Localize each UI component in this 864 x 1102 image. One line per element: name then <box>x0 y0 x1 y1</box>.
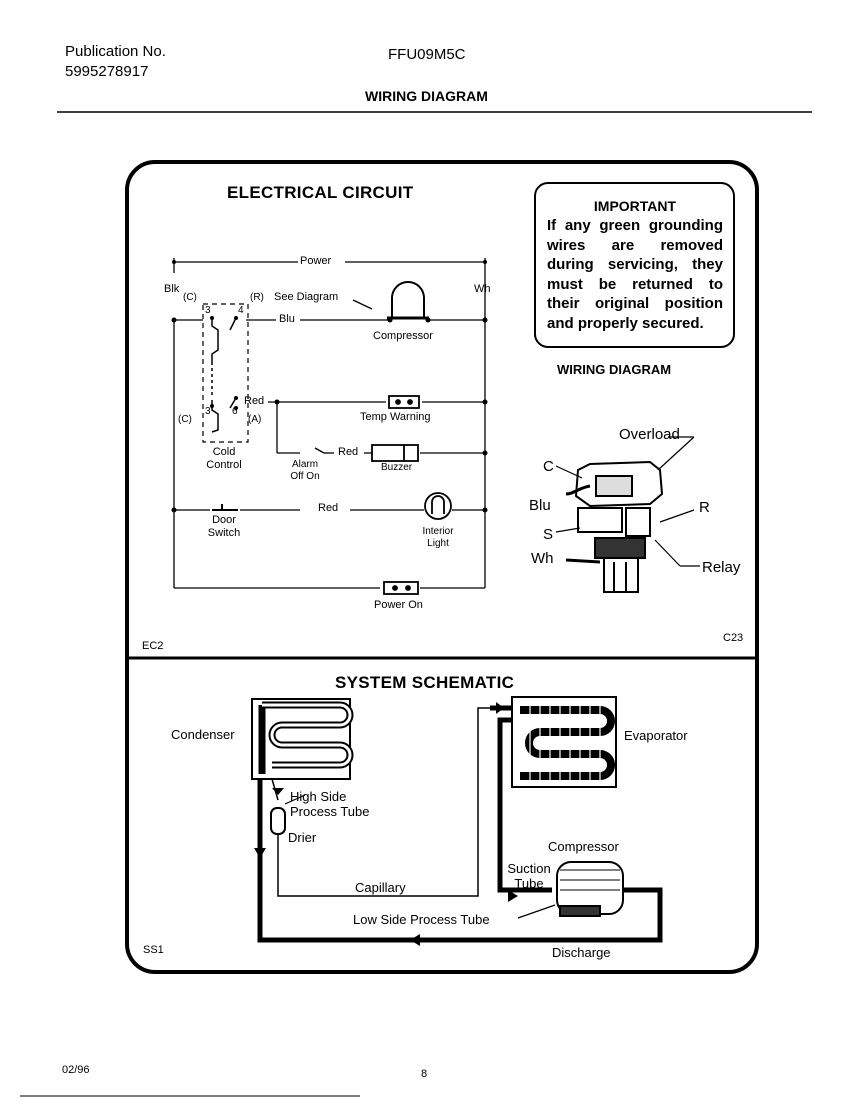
compressor-schematic-label: Compressor <box>548 839 619 854</box>
compressor-label: Compressor <box>373 330 433 342</box>
model-number: FFU09M5C <box>388 46 466 63</box>
c-top-label: (C) <box>183 292 197 303</box>
power-on-lamp <box>383 581 419 595</box>
alarm-label: Alarm Off On <box>290 459 320 482</box>
condenser-frame <box>251 698 351 780</box>
compressor-symbol <box>387 281 429 320</box>
blu-label: Blu <box>279 313 295 325</box>
power-label: Power <box>300 255 332 267</box>
terminal-3-bottom: 3 <box>205 406 211 417</box>
c-bottom-label: (C) <box>178 414 192 425</box>
important-note: IMPORTANT If any green grounding wires a… <box>534 182 735 348</box>
power-on-label: Power On <box>374 599 423 611</box>
evaporator-label: Evaporator <box>624 728 688 743</box>
schematic-compressor <box>556 861 624 917</box>
interior-light-label: Interior Light <box>422 526 454 549</box>
cold-control-box <box>202 303 249 443</box>
see-diagram-label: See Diagram <box>274 291 339 303</box>
door-switch-label: Door Switch <box>207 514 241 539</box>
electrical-circuit-title: ELECTRICAL CIRCUIT <box>227 183 414 202</box>
condenser-label: Condenser <box>171 727 235 742</box>
wh-label: Wh <box>474 283 491 295</box>
relay-leaders <box>555 436 700 567</box>
terminal-6: 6 <box>232 406 238 417</box>
door-switch-symbol <box>212 504 238 511</box>
overload-label: Overload <box>619 426 680 443</box>
ss1-code: SS1 <box>143 944 164 956</box>
publication-number: 5995278917 <box>65 63 149 80</box>
suction-tube-label: Suction Tube <box>507 861 551 891</box>
wh-wire-label: Wh <box>531 550 554 567</box>
important-title: IMPORTANT <box>593 198 677 214</box>
red-3-label: Red <box>318 502 339 514</box>
wiring-diagram-subtitle: WIRING DIAGRAM <box>557 362 672 377</box>
red-2-label: Red <box>338 446 359 458</box>
blu-wire-label: Blu <box>529 497 551 514</box>
capillary-label: Capillary <box>355 880 406 895</box>
buzzer-label: Buzzer <box>381 462 413 473</box>
c-label: C <box>543 458 554 475</box>
flow-arrows <box>254 702 518 946</box>
terminal-3-top: 3 <box>205 305 211 316</box>
drier-symbol <box>270 807 286 835</box>
page-title: WIRING DIAGRAM <box>365 88 488 104</box>
system-schematic-title: SYSTEM SCHEMATIC <box>335 673 515 692</box>
s-label: S <box>543 526 554 543</box>
publication-label: Publication No. <box>65 43 166 60</box>
buzzer-symbol <box>371 444 419 462</box>
cold-control-label: Cold Control <box>206 446 242 471</box>
junction-dots <box>171 260 488 513</box>
page-number: 8 <box>421 1068 428 1080</box>
terminal-4: 4 <box>238 305 244 316</box>
relay-label: Relay <box>702 559 741 576</box>
important-body: If any green grounding wires are removed… <box>547 217 723 332</box>
red-1-label: Red <box>244 395 265 407</box>
r-label: R <box>699 499 710 516</box>
blk-label: Blk <box>164 283 180 295</box>
interior-light-symbol <box>424 492 452 520</box>
electrical-wires <box>173 258 486 589</box>
r-top-label: (R) <box>250 292 264 303</box>
evaporator-coil <box>520 706 615 780</box>
relay-picture <box>565 460 664 593</box>
footer-date: 02/96 <box>62 1064 90 1076</box>
evaporator-fins <box>529 702 601 782</box>
temp-warning-lamp <box>388 395 420 409</box>
low-side-label: Low Side Process Tube <box>353 912 490 927</box>
discharge-label: Discharge <box>552 945 611 960</box>
evaporator-frame <box>511 696 617 788</box>
a-label: (A) <box>248 414 262 425</box>
outer-frame <box>125 160 759 974</box>
c23-code: C23 <box>723 632 744 644</box>
temp-warning-label: Temp Warning <box>360 411 431 423</box>
drier-label: Drier <box>288 830 317 845</box>
high-side-label: High Side Process Tube <box>290 789 370 819</box>
ec2-code: EC2 <box>142 640 164 652</box>
